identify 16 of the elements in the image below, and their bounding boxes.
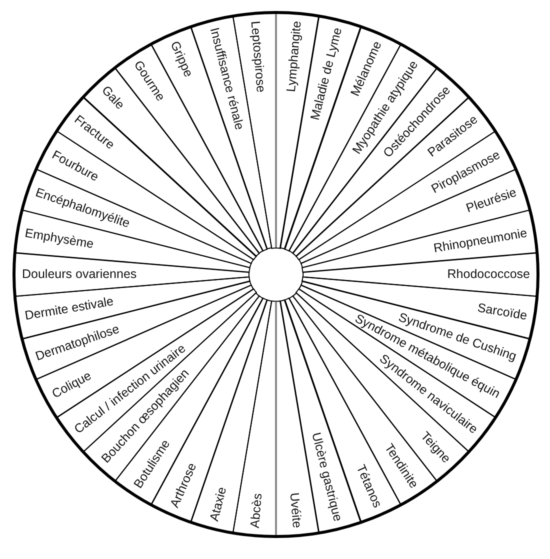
wheel-sector — [190, 15, 273, 250]
sector-label: Sarcoïde — [476, 300, 528, 324]
wheel-sector — [302, 252, 539, 298]
sector-label: Uvéite — [286, 492, 304, 528]
sector-label: Maladie de Lyme — [308, 26, 346, 122]
sector-label: Leptospirose — [248, 20, 268, 94]
sector-label: Ataxie — [206, 485, 230, 522]
sector-label: Ulcère gastrique — [309, 430, 346, 522]
sector-label: Dermite estivale — [24, 294, 116, 324]
sector-label: Douleurs ovariennes — [22, 267, 137, 282]
sector-label: Abcès — [248, 492, 266, 528]
sector-label: Grippe — [167, 39, 196, 80]
wheel-sector — [13, 252, 250, 298]
sector-label: Lymphangite — [284, 20, 304, 93]
sector-label: Rhodococcose — [447, 267, 530, 282]
sector-label: Emphysème — [24, 226, 96, 252]
